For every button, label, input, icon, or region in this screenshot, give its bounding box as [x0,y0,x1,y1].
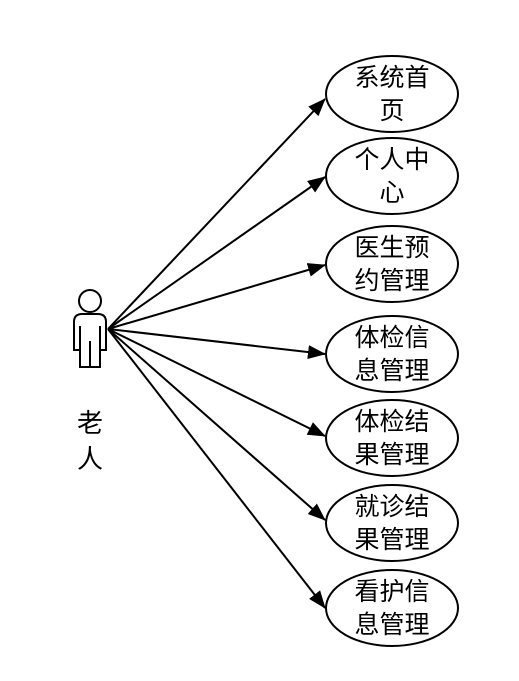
use-case-label-line1: 医生预 [354,233,429,262]
use-case-ellipse [325,399,459,477]
association-arrow [107,176,326,330]
use-case: 体检信 息管理 [325,315,459,393]
use-case-ellipse [325,225,459,303]
actor-figure [73,289,107,368]
use-case-ellipse [325,315,459,393]
use-case-label-line2: 约管理 [354,266,429,295]
use-case-label-line1: 个人中 [354,145,429,174]
association-arrow [107,98,326,330]
use-case-label-line1: 体检结 [354,407,429,436]
use-case-ellipse [325,55,459,133]
use-case-label-line1: 系统首 [354,63,429,92]
use-case-label-line2: 果管理 [354,440,429,469]
association-arrow [107,328,326,521]
use-case-ellipse [325,137,459,215]
use-case-label-line2: 息管理 [354,356,429,385]
use-case: 体检结 果管理 [325,399,459,477]
use-case: 看护信 息管理 [325,569,459,647]
use-case-label-line2: 页 [379,96,404,125]
association-arrow [107,328,326,437]
actor-head [78,289,102,313]
actor-label-line2: 人 [77,445,103,475]
use-case: 个人中 心 [325,137,459,215]
association-arrow [107,328,326,360]
association-arrow [107,328,326,609]
association-arrow [107,263,326,330]
actor-label-line1: 老 [77,409,103,439]
use-case-label-line1: 看护信 [354,577,429,606]
use-case-ellipse [325,484,459,562]
use-case-label-line2: 果管理 [354,525,429,554]
use-case-ellipse [325,569,459,647]
use-case-label-line1: 体检信 [354,323,429,352]
use-case-label-line2: 心 [379,178,404,207]
use-case: 系统首 页 [325,55,459,133]
use-case-label-line2: 息管理 [354,610,429,639]
use-case: 医生预 约管理 [325,225,459,303]
use-case: 就诊结 果管理 [325,484,459,562]
use-case-label-line1: 就诊结 [354,492,429,521]
associations [107,98,326,609]
actor-body [73,313,107,368]
